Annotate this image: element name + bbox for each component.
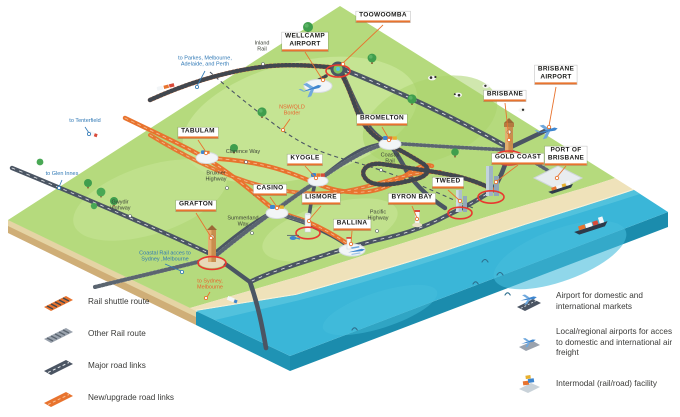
legend-label: Intermodal (rail/road) facility <box>556 378 658 388</box>
freight-train <box>156 83 175 91</box>
rail-shuttle-icon <box>40 290 76 314</box>
cargo-ship <box>574 216 608 235</box>
vehicles <box>86 82 608 331</box>
intermodal-icon <box>514 372 544 396</box>
regional-airport-icon <box>514 331 544 355</box>
legend-item-other-rail: Other Rail route <box>40 322 230 346</box>
beach <box>190 178 634 311</box>
shoreline <box>195 188 635 313</box>
cows <box>428 75 526 113</box>
legend-item-upgrade-road: New/upgrade road links <box>40 386 230 410</box>
bruxner-highway-upgrade <box>122 115 351 247</box>
land-side-face-light <box>8 220 196 317</box>
legend-item-intermodal: Intermodal (rail/road) facility <box>514 372 678 396</box>
legend-item-regional-airport: Local/regional airports for acces to dom… <box>514 327 678 359</box>
legend-label: New/upgrade road links <box>88 392 175 402</box>
wellcamp-plane <box>298 82 322 98</box>
highlight-rings <box>197 64 525 271</box>
cargo-ship <box>548 180 573 194</box>
legend-label: Other Rail route <box>88 328 146 338</box>
other-rail-icon <box>40 322 76 346</box>
ocean-side-face-left <box>196 311 290 371</box>
legend-label: Local/regional airports for acces to dom… <box>556 327 673 358</box>
intermodal-train <box>383 136 397 140</box>
trees <box>36 22 459 210</box>
legend-item-airport: Airport for domestic and international m… <box>514 290 678 314</box>
legend-item-major-road: Major road links <box>40 354 230 378</box>
rail-shuttle-routes <box>147 62 495 192</box>
dolphins <box>351 258 511 331</box>
state-border-line <box>209 71 476 210</box>
legend-label: Rail shuttle route <box>88 296 150 306</box>
legend-routes: Rail shuttle route Other Rail route Majo… <box>40 290 230 410</box>
gold-coast-buildings <box>486 166 499 196</box>
lismore-building <box>304 212 311 233</box>
legend-item-rail-shuttle: Rail shuttle route <box>40 290 230 314</box>
leader-lines <box>57 24 567 301</box>
truck <box>226 295 238 304</box>
road-toowoomba-brisbane <box>337 65 512 151</box>
ballina-seaplane <box>348 245 365 256</box>
major-road-icon <box>40 354 76 378</box>
upgrade-road-icon <box>40 386 76 410</box>
legend-label: Airport for domestic and international m… <box>556 291 643 311</box>
legend-facilities: Airport for domestic and international m… <box>514 290 678 396</box>
helicopter <box>287 234 301 240</box>
legend-label: Major road links <box>88 360 146 370</box>
brisbane-airport-plane <box>534 124 558 140</box>
airport-icon <box>514 290 544 314</box>
ocean-shallow <box>196 190 640 320</box>
